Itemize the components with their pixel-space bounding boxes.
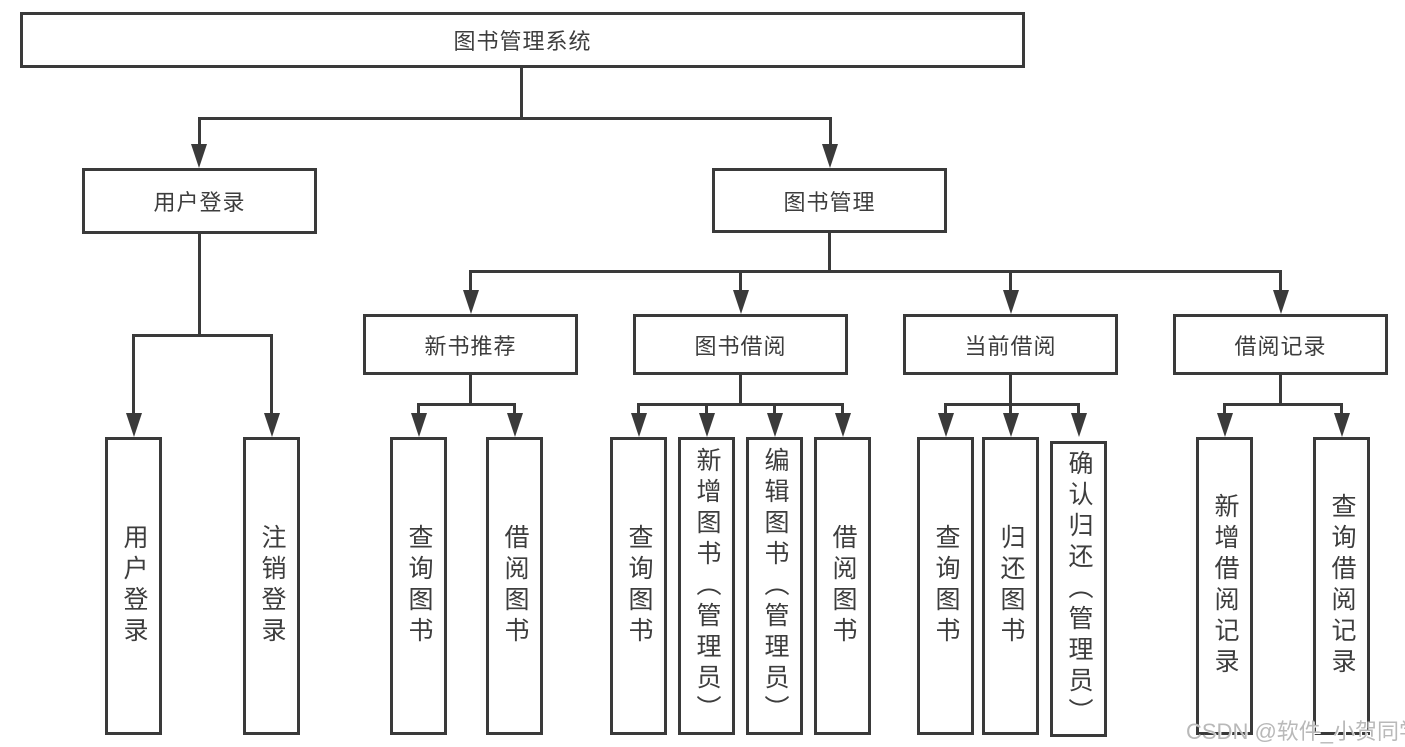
node-user-login-label: 用户登录	[153, 190, 246, 215]
connector-user-login-bar	[132, 334, 273, 337]
arrowhead-down-icon	[822, 144, 838, 168]
node-label: 新书推荐	[424, 333, 517, 359]
connector-book-mgmt-trunk	[828, 232, 831, 270]
node-user-login: 用户登录	[82, 168, 317, 234]
arrowhead-down-icon	[1002, 290, 1019, 314]
arrowhead-down-icon	[410, 413, 427, 437]
connector-stem	[637, 405, 640, 414]
arrowhead-down-icon	[1272, 290, 1289, 314]
leaf-logout: 注销登录	[243, 437, 300, 735]
leaf-borrow-books: 借阅图书	[486, 437, 543, 735]
leaf-label: 归还图书	[997, 524, 1025, 648]
connector-stem	[270, 336, 273, 414]
arrowhead-down-icon	[263, 413, 280, 437]
node-label: 借阅记录	[1234, 333, 1327, 359]
csdn-watermark: CSDN @软件_小贺同学	[1186, 719, 1405, 744]
connector-stem	[739, 272, 742, 291]
arrowhead-down-icon	[1333, 413, 1350, 437]
connector-stem	[705, 405, 708, 414]
leaf-label: 查询借阅记录	[1328, 493, 1356, 679]
node-label: 图书借阅	[694, 333, 787, 359]
arrowhead-down-icon	[191, 144, 207, 168]
connector-user-login-trunk	[197, 233, 201, 337]
arrowhead-down-icon	[732, 290, 749, 314]
leaf-query-books: 查询图书	[610, 437, 667, 735]
connector-stem	[1009, 405, 1012, 414]
arrowhead-down-icon	[506, 413, 523, 437]
connector-group-bar	[944, 403, 1080, 406]
arrowhead-down-icon	[698, 413, 715, 437]
arrowhead-down-icon	[766, 413, 783, 437]
leaf-add-borrow-record: 新增借阅记录	[1196, 437, 1253, 735]
leaf-label: 注销登录	[258, 524, 286, 648]
leaf-label: 查询图书	[625, 524, 653, 648]
node-book-management: 图书管理	[712, 168, 947, 233]
connector-stem	[132, 336, 135, 414]
leaf-return-books: 归还图书	[982, 437, 1039, 735]
leaf-label: 确认归还（管理员）	[1065, 449, 1093, 729]
connector-group-trunk	[1279, 374, 1282, 404]
leaf-label: 借阅图书	[501, 524, 529, 648]
connector-stem	[197, 119, 201, 145]
leaf-label: 用户登录	[120, 524, 148, 648]
arrowhead-down-icon	[630, 413, 647, 437]
leaf-query-books: 查询图书	[390, 437, 447, 735]
connector-group-trunk	[739, 374, 742, 404]
connector-stem	[1077, 405, 1080, 414]
connector-group-bar	[417, 403, 516, 406]
leaf-add-books-admin: 新增图书（管理员）	[678, 437, 735, 735]
node-label: 当前借阅	[964, 333, 1057, 359]
arrowhead-down-icon	[1070, 413, 1087, 437]
leaf-query-borrow-record: 查询借阅记录	[1313, 437, 1370, 735]
arrowhead-down-icon	[937, 413, 954, 437]
node-book-management-label: 图书管理	[783, 189, 876, 215]
arrowhead-down-icon	[1002, 413, 1019, 437]
connector-group-bar	[1223, 403, 1343, 406]
connector-stem	[469, 272, 472, 291]
connector-group-bar	[637, 403, 844, 406]
leaf-label: 查询图书	[932, 524, 960, 648]
leaf-confirm-return-admin: 确认归还（管理员）	[1050, 441, 1107, 737]
node-new-book-recommendation: 新书推荐	[363, 314, 578, 375]
arrowhead-down-icon	[462, 290, 479, 314]
leaf-user-login: 用户登录	[105, 437, 162, 735]
leaf-query-books: 查询图书	[917, 437, 974, 735]
connector-stem	[1223, 405, 1226, 414]
connector-stem	[841, 405, 844, 414]
connector-stem	[1009, 272, 1012, 291]
leaf-label: 查询图书	[405, 524, 433, 648]
connector-stem	[944, 405, 947, 414]
node-book-borrowing: 图书借阅	[633, 314, 848, 375]
connector-level2-bar	[197, 117, 832, 120]
connector-stem	[417, 405, 420, 414]
leaf-edit-books-admin: 编辑图书（管理员）	[746, 437, 803, 735]
connector-stem	[1279, 272, 1282, 291]
leaf-label: 新增借阅记录	[1211, 493, 1239, 679]
connector-stem	[773, 405, 776, 414]
node-root-label: 图书管理系统	[453, 29, 592, 54]
connector-group-trunk	[1009, 374, 1012, 404]
connector-stem	[1340, 405, 1343, 414]
arrowhead-down-icon	[1216, 413, 1233, 437]
connector-stem	[828, 119, 832, 145]
leaf-label: 新增图书（管理员）	[693, 446, 721, 726]
leaf-label: 借阅图书	[829, 524, 857, 648]
arrowhead-down-icon	[125, 413, 142, 437]
connector-stem	[513, 405, 516, 414]
node-current-borrowing: 当前借阅	[903, 314, 1118, 375]
node-root: 图书管理系统	[20, 12, 1025, 68]
arrowhead-down-icon	[834, 413, 851, 437]
connector-root-trunk	[519, 66, 523, 117]
connector-group-trunk	[469, 374, 472, 404]
node-borrowing-records: 借阅记录	[1173, 314, 1388, 375]
leaf-borrow-books: 借阅图书	[814, 437, 871, 735]
connector-level3-bar	[469, 270, 1282, 273]
leaf-label: 编辑图书（管理员）	[761, 446, 789, 726]
